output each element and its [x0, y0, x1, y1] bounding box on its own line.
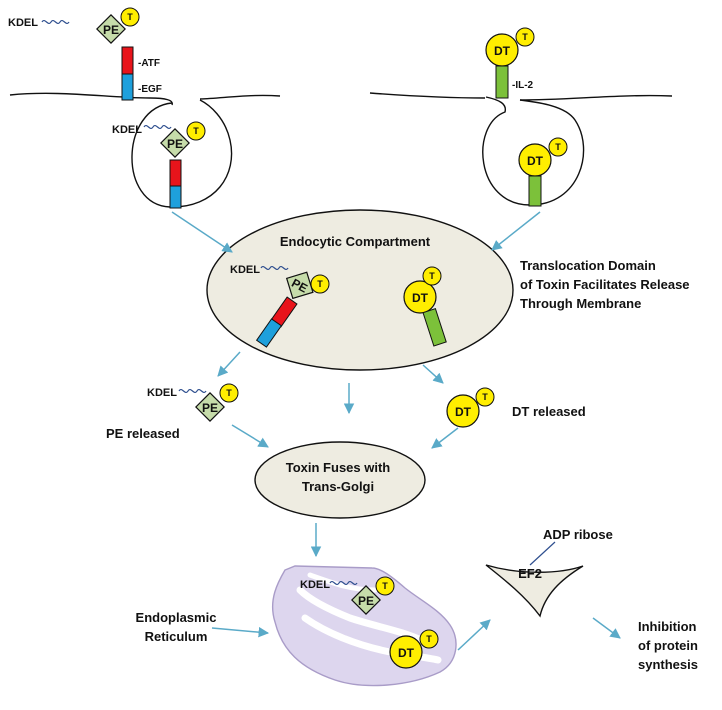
- t-label: T: [429, 271, 435, 281]
- dt-label: DT: [455, 405, 472, 419]
- left-cell-membrane: [9, 92, 173, 106]
- dt-toxin-vesicle: DT T: [518, 137, 568, 207]
- ef2-label: EF2: [518, 566, 542, 581]
- translocation-line-2: of Toxin Facilitates Release: [520, 277, 690, 292]
- dt-toxin-er: DT T: [389, 629, 439, 669]
- er-line-1: Endoplasmic: [136, 610, 217, 625]
- kdel-label: KDEL: [147, 387, 177, 399]
- fuses-line-2: Trans-Golgi: [302, 479, 374, 494]
- inhibition-line-3: synthesis: [638, 657, 698, 672]
- arrow: [171, 211, 233, 253]
- translocation-label: Translocation Domain of Toxin Facilitate…: [520, 258, 690, 311]
- left-membrane-right: [199, 94, 281, 100]
- t-label: T: [226, 388, 232, 398]
- arrow: [217, 351, 241, 377]
- dt-label: DT: [494, 44, 511, 58]
- arrow: [211, 626, 270, 638]
- pe-toxin-compartment: KDEL PE T: [230, 264, 330, 348]
- pe-label: PE: [358, 594, 374, 608]
- left-endocytic-vesicle: [131, 99, 233, 208]
- kdel-label: KDEL: [230, 264, 260, 276]
- t-label: T: [522, 32, 528, 42]
- pe-toxin-surface: KDEL PE T -ATF -EGF: [8, 7, 162, 101]
- arrow: [491, 211, 541, 251]
- er-line-2: Reticulum: [145, 629, 208, 644]
- translocation-line-1: Translocation Domain: [520, 258, 656, 273]
- il2-label: -IL-2: [512, 80, 534, 91]
- dt-label: DT: [412, 291, 429, 305]
- arrow: [457, 619, 491, 651]
- ef2-crescent: EF2: [485, 541, 584, 618]
- arrow: [431, 427, 459, 449]
- t-label: T: [317, 279, 323, 289]
- pe-label: PE: [289, 276, 310, 296]
- inhibition-line-1: Inhibition: [638, 619, 697, 634]
- pe-label: PE: [202, 401, 218, 415]
- kdel-label: KDEL: [112, 124, 142, 136]
- dt-toxin-surface: DT T -IL-2: [485, 27, 535, 99]
- dt-label: DT: [527, 154, 544, 168]
- t-label: T: [482, 392, 488, 402]
- arrow: [422, 364, 444, 384]
- pe-toxin-er: KDEL PE T: [300, 576, 395, 615]
- inhibition-line-2: of protein: [638, 638, 698, 653]
- pathway-arrows: [171, 211, 621, 651]
- right-membrane-right: [519, 94, 673, 101]
- dt-toxin-released: DT T: [446, 387, 495, 428]
- kdel-label: KDEL: [300, 579, 330, 591]
- pe-label: PE: [167, 137, 183, 151]
- endocytic-compartment-label: Endocytic Compartment: [280, 234, 431, 249]
- pe-label: PE: [103, 23, 119, 37]
- atf-label: -ATF: [138, 58, 160, 69]
- egf-label: -EGF: [138, 84, 162, 95]
- t-label: T: [426, 634, 432, 644]
- arrow: [231, 424, 269, 448]
- arrow: [592, 617, 621, 639]
- inhibition-label: Inhibition of protein synthesis: [638, 619, 698, 672]
- trans-golgi-compartment: [254, 441, 426, 519]
- dt-toxin-compartment: DT T: [403, 266, 447, 347]
- kdel-label: KDEL: [8, 17, 38, 29]
- translocation-line-3: Through Membrane: [520, 296, 641, 311]
- dt-released-label: DT released: [512, 404, 586, 419]
- right-cell-membrane: [369, 92, 486, 99]
- pe-toxin-released: KDEL PE T: [147, 383, 239, 422]
- pe-toxin-vesicle: KDEL PE T: [112, 121, 206, 209]
- t-label: T: [127, 12, 133, 22]
- t-label: T: [555, 142, 561, 152]
- fuses-line-1: Toxin Fuses with: [286, 460, 391, 475]
- t-label: T: [382, 581, 388, 591]
- t-label: T: [193, 126, 199, 136]
- pe-released-label: PE released: [106, 426, 180, 441]
- adp-ribose-label: ADP ribose: [543, 527, 613, 542]
- dt-label: DT: [398, 646, 415, 660]
